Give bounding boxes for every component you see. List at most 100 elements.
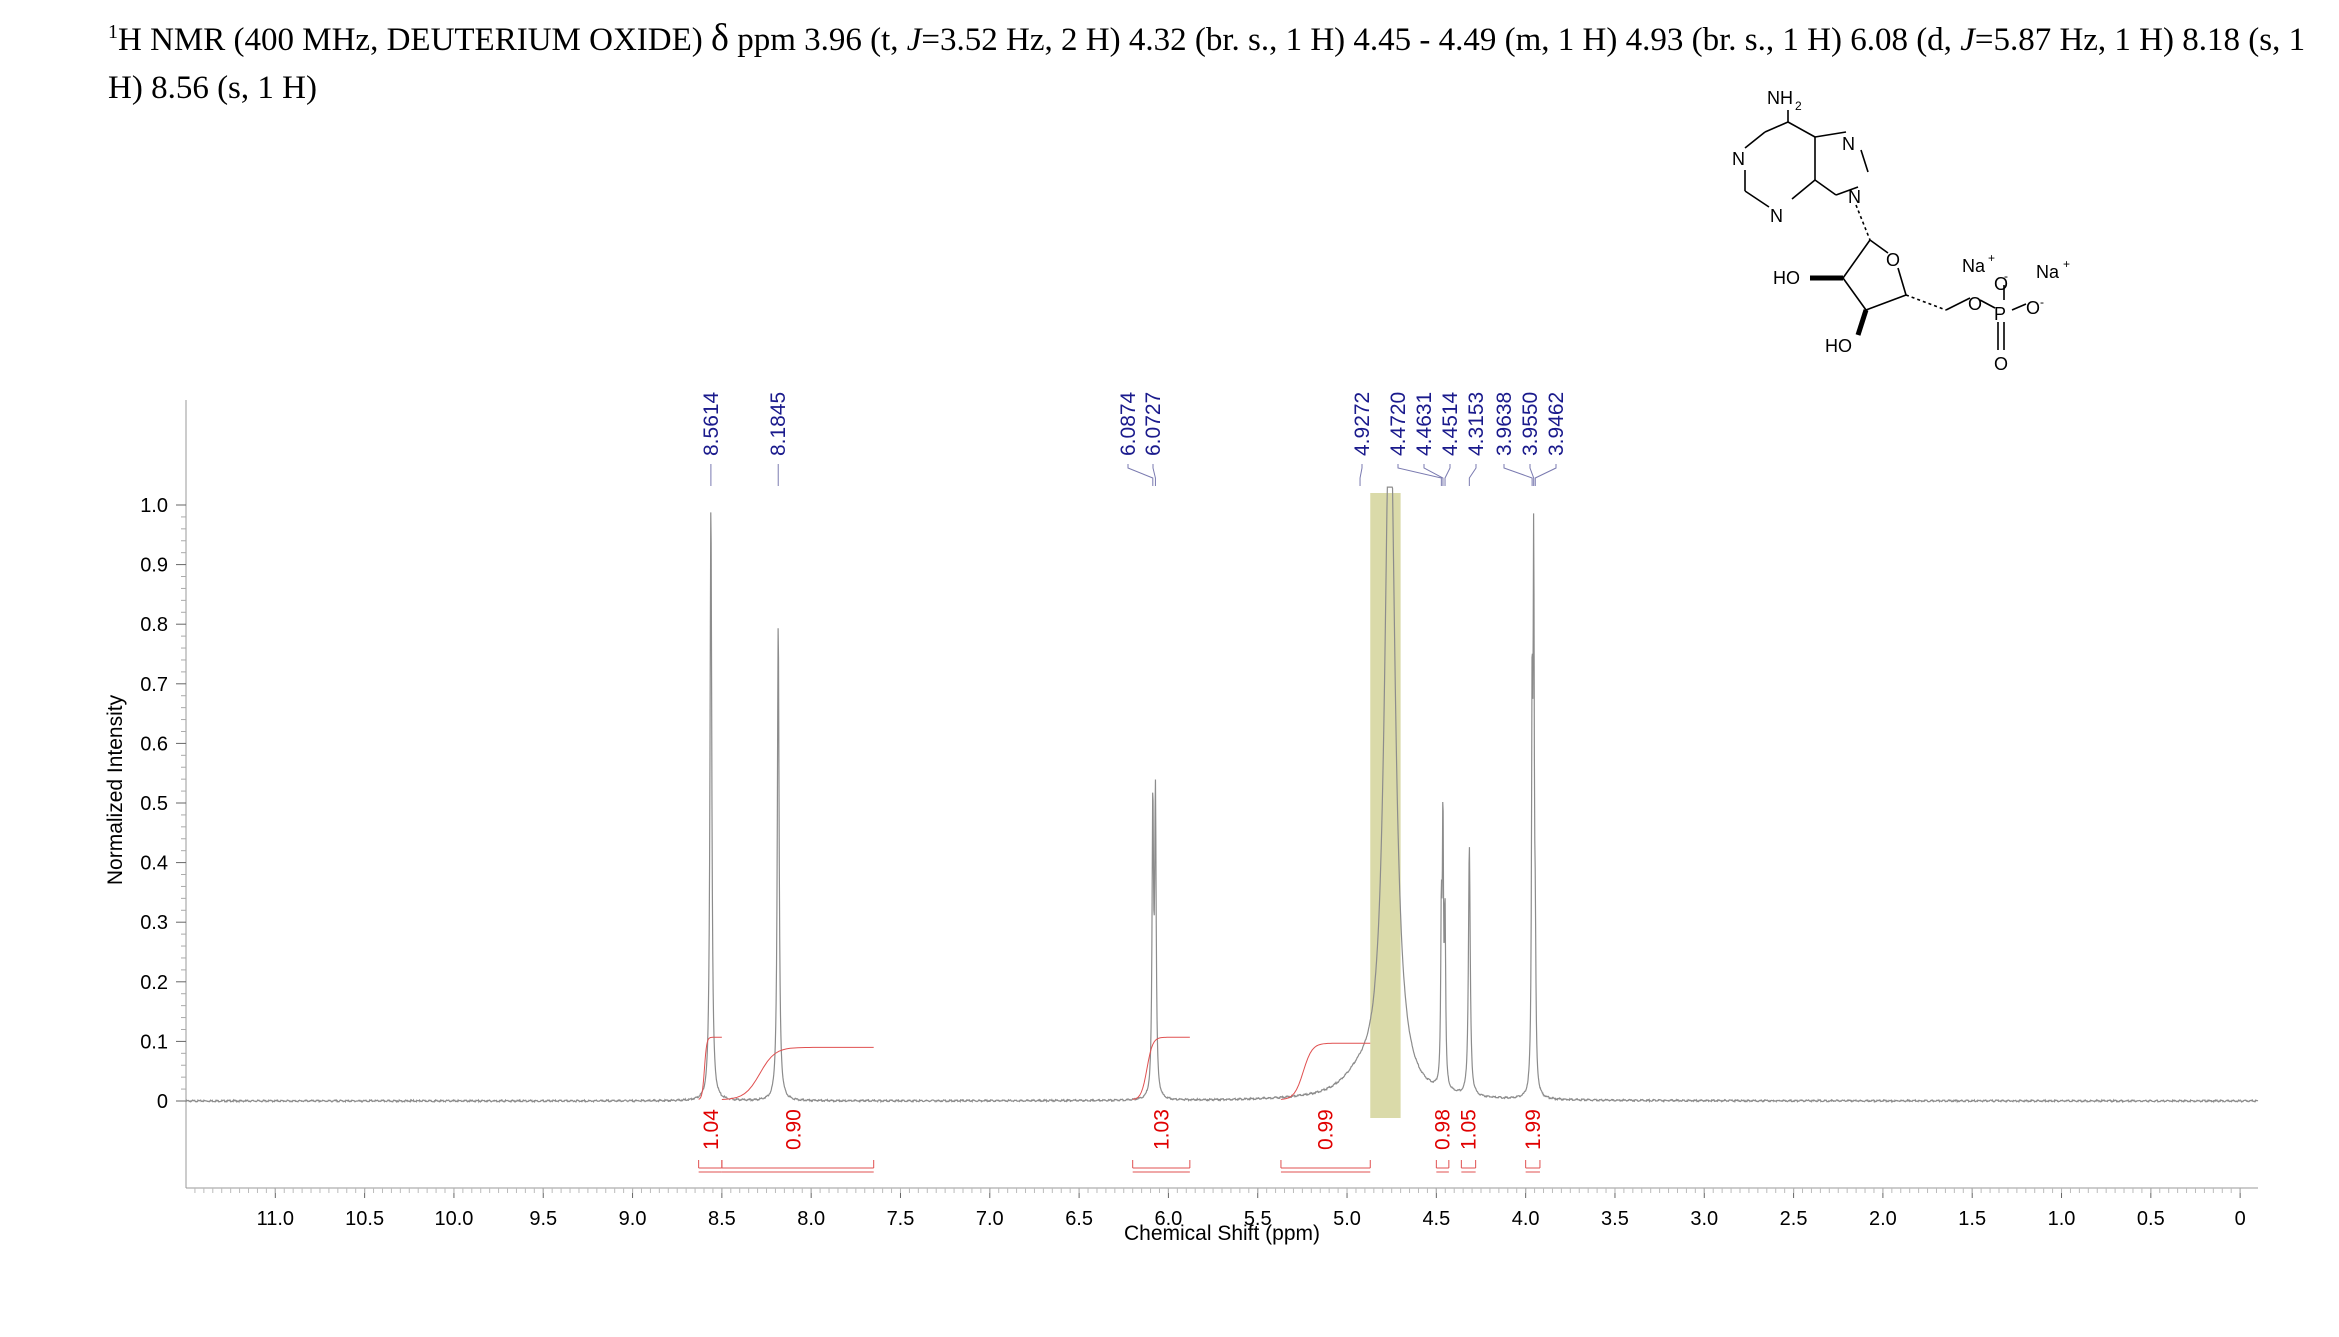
x-tick-label: 10.5: [345, 1208, 384, 1230]
nh2-label: NH: [1767, 88, 1793, 108]
description-part-1: H NMR (400 MHz, DEUTERIUM OXIDE): [118, 22, 712, 58]
peak-label-leader: [1444, 464, 1451, 486]
x-tick-label: 3.0: [1690, 1208, 1718, 1230]
peak-label-leader: [1468, 464, 1477, 486]
peak-label: 4.4631: [1413, 392, 1436, 456]
x-tick-label: 7.0: [976, 1208, 1004, 1230]
delta-symbol: δ: [711, 17, 729, 59]
chemical-structure-labels: NH 2 N N N N O HO HO O P O - O - O Na + …: [1732, 88, 2070, 374]
integral-curve: [1280, 1042, 1371, 1100]
peak-label-leader: [1127, 464, 1154, 486]
peak-label: 8.5614: [700, 391, 723, 456]
description-part-4: =5.87 Hz, 1 H) 8.18 (s, 1 H) 8.56 (s, 1 …: [108, 22, 2306, 106]
peak-label-leader: [1152, 464, 1156, 486]
y-tick-label: 0.3: [140, 912, 168, 934]
x-tick-label: 2.5: [1780, 1208, 1808, 1230]
x-tick-label: 2.0: [1869, 1208, 1897, 1230]
y-tick-label: 0.5: [140, 793, 168, 815]
x-tick-label: 5.5: [1244, 1208, 1272, 1230]
integral-curve: [698, 1036, 722, 1100]
phosphate-minus-right: -: [2040, 295, 2044, 309]
peak-label: 6.0727: [1142, 392, 1165, 456]
spectrum-layer: [185, 486, 2259, 1104]
peak-label-leader: [1397, 464, 1442, 486]
peak-label: 3.9462: [1545, 392, 1568, 456]
x-tick-label: 3.5: [1601, 1208, 1629, 1230]
x-tick-label: 0: [2235, 1208, 2246, 1230]
chemical-structure: [1744, 110, 2027, 350]
y-tick-label: 0: [157, 1091, 168, 1113]
integral-value: 0.90: [782, 1109, 805, 1150]
x-tick-label: 5.0: [1333, 1208, 1361, 1230]
x-tick-label: 7.5: [887, 1208, 915, 1230]
nh2-subscript: 2: [1795, 99, 1802, 113]
sodium-2-label: Na: [2036, 262, 2060, 282]
x-axis-title: Chemical Shift (ppm): [1124, 1222, 1320, 1245]
spectrum-description: 1H NMR (400 MHz, DEUTERIUM OXIDE) δ ppm …: [108, 8, 2308, 112]
x-tick-label: 6.0: [1155, 1208, 1183, 1230]
y-tick-label: 0.8: [140, 614, 168, 636]
x-tick-label: 4.5: [1422, 1208, 1450, 1230]
y-tick-label: 0.6: [140, 733, 168, 755]
peak-label-leader: [1529, 464, 1535, 486]
peak-label: 4.4720: [1387, 392, 1410, 456]
peak-label-leader: [1359, 464, 1363, 486]
peak-label: 4.3153: [1465, 392, 1488, 456]
peak-label: 4.9272: [1351, 392, 1374, 456]
y-tick-label: 0.2: [140, 972, 168, 994]
x-tick-label: 0.5: [2137, 1208, 2165, 1230]
x-tick-label: 1.0: [2048, 1208, 2076, 1230]
axes-layer: 1.00.90.80.70.60.50.40.30.20.10Normalize…: [104, 400, 2258, 1245]
peak-label: 3.9638: [1493, 392, 1516, 456]
peak-label: 4.4514: [1439, 391, 1462, 456]
x-tick-label: 8.0: [797, 1208, 825, 1230]
integral-curve: [1132, 1036, 1190, 1100]
description-part-2: ppm 3.96 (t,: [728, 22, 907, 58]
peak-label: 6.0874: [1117, 391, 1140, 456]
n1-label: N: [1732, 149, 1745, 169]
integral-value: 1.03: [1150, 1109, 1173, 1150]
coupling-j-1: J: [906, 22, 922, 58]
peak-label-leader: [1503, 464, 1533, 486]
n9-label: N: [1848, 187, 1861, 207]
x-tick-label: 11.0: [257, 1208, 294, 1230]
integral-value: 1.05: [1457, 1109, 1480, 1150]
y-tick-label: 0.4: [140, 853, 168, 875]
peak-label-leader: [1423, 464, 1444, 486]
integral-value: 0.99: [1315, 1109, 1338, 1150]
n3-label: N: [1770, 206, 1783, 226]
peak-label-leader: [1534, 464, 1557, 486]
integral-value: 0.98: [1432, 1109, 1455, 1150]
x-tick-label: 10.0: [434, 1208, 473, 1230]
peak-label: 8.1845: [767, 392, 790, 456]
sodium-2-charge: +: [2063, 257, 2070, 271]
peak-label: 3.9550: [1519, 392, 1542, 456]
y-axis-title: Normalized Intensity: [104, 694, 127, 885]
ring-oxygen-label: O: [1886, 250, 1900, 270]
x-tick-label: 9.0: [619, 1208, 647, 1230]
phosphate-oxygen-right-label: O: [2026, 298, 2040, 318]
x-tick-label: 9.5: [529, 1208, 557, 1230]
description-part-3: =3.52 Hz, 2 H) 4.32 (br. s., 1 H) 4.45 -…: [921, 22, 1961, 58]
phosphate-oxygen-top-label: O: [1994, 274, 2008, 294]
coupling-j-2: J: [1960, 22, 1975, 58]
integral-curve: [721, 1046, 874, 1100]
x-tick-label: 1.5: [1958, 1208, 1986, 1230]
spectrum-trace: [185, 486, 2259, 1104]
n7-label: N: [1842, 134, 1855, 154]
phosphate-minus-top: -: [2004, 269, 2008, 283]
y-tick-label: 0.1: [140, 1031, 168, 1053]
y-tick-label: 1.0: [140, 495, 168, 517]
sodium-1-charge: +: [1988, 251, 1995, 265]
hydroxyl-2-label: HO: [1773, 268, 1800, 288]
y-tick-label: 0.7: [140, 674, 168, 696]
nucleus-superscript: 1: [108, 21, 118, 43]
x-tick-label: 6.5: [1065, 1208, 1093, 1230]
x-tick-label: 8.5: [708, 1208, 736, 1230]
hydroxyl-3-label: HO: [1825, 336, 1852, 356]
phosphorus-label: P: [1994, 304, 2006, 324]
sodium-1-label: Na: [1962, 256, 1986, 276]
